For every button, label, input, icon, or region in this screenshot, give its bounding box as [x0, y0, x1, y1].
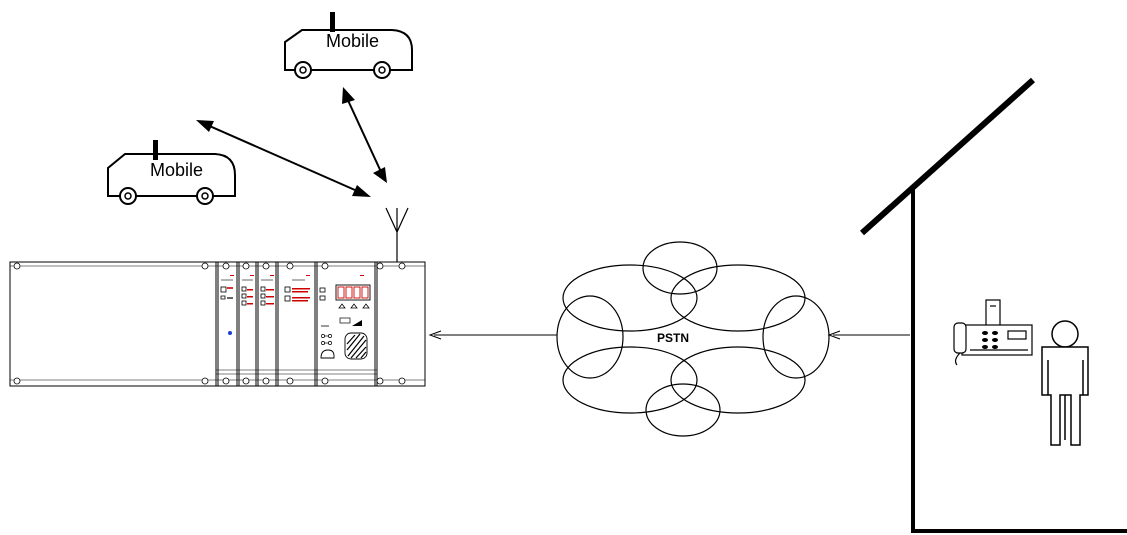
radio-link-left	[204, 123, 365, 195]
pstn-label: PSTN	[657, 331, 689, 345]
led-icon	[228, 331, 232, 335]
module-2	[241, 279, 253, 306]
mobile-van-left: Mobile	[107, 140, 236, 205]
arrowhead-icon	[428, 330, 442, 340]
display-panel	[335, 284, 371, 301]
module-3	[260, 279, 274, 306]
module-4	[284, 279, 310, 302]
module-controller	[319, 284, 371, 360]
person-icon	[1041, 320, 1089, 446]
arrowhead-icon	[352, 185, 371, 197]
pstn-links	[428, 330, 910, 340]
pstn-cloud	[556, 241, 830, 437]
handset-icon	[320, 349, 335, 359]
arrowhead-icon	[827, 330, 841, 340]
arrowhead-icon	[342, 87, 355, 104]
arrowhead-icon	[373, 167, 387, 183]
radio-link-top	[345, 95, 383, 175]
radio-links	[196, 87, 387, 197]
mobile-van-top: Mobile	[284, 12, 413, 79]
module-1	[220, 279, 233, 335]
van-antenna-icon	[153, 140, 158, 160]
fax-machine-icon	[953, 299, 1033, 366]
arrowhead-icon	[196, 120, 214, 132]
mobile-left-label: Mobile	[150, 160, 203, 180]
mobile-top-label: Mobile	[326, 31, 379, 51]
house-icon	[859, 77, 1127, 533]
van-antenna-icon	[330, 12, 335, 32]
base-station-antenna-icon	[385, 207, 409, 262]
base-station-rack	[9, 261, 426, 387]
